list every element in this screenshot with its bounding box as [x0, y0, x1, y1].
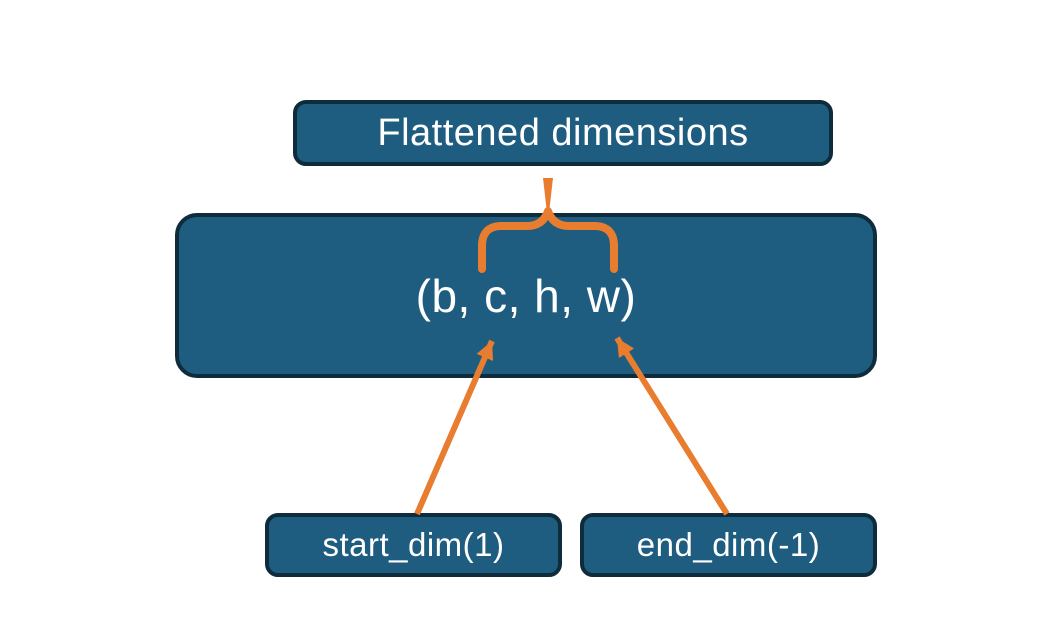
tensor-shape-label: (b, c, h, w) [415, 269, 637, 322]
brace-stem-connector [543, 178, 553, 213]
start-dim-label: start_dim(1) [322, 526, 505, 563]
flattened-dimensions-box: Flattened dimensions [293, 100, 833, 166]
flattened-dimensions-label: Flattened dimensions [377, 111, 749, 154]
end-dim-label: end_dim(-1) [636, 526, 821, 563]
tensor-shape-box: (b, c, h, w) [175, 213, 877, 378]
end-dim-box: end_dim(-1) [580, 513, 877, 577]
start-dim-box: start_dim(1) [265, 513, 562, 577]
